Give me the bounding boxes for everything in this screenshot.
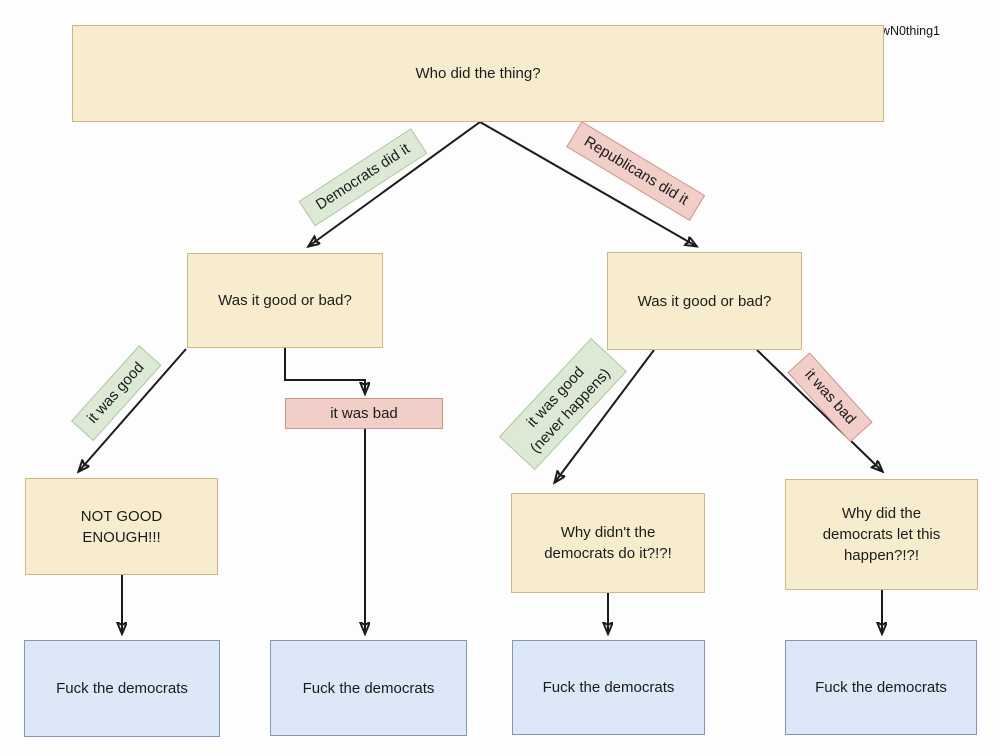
outcome-box-4: Fuck the democrats bbox=[785, 640, 977, 735]
root-question-box: Who did the thing? bbox=[72, 25, 884, 122]
edge-label-it-was-bad-right: it was bad bbox=[787, 352, 873, 442]
outcome-box-2: Fuck the democrats bbox=[270, 640, 467, 736]
branch-label-democrats: Democrats did it bbox=[298, 128, 428, 226]
edge-label-it-was-bad-left: it was bad bbox=[285, 398, 443, 429]
not-good-enough-box: NOT GOOD ENOUGH!!! bbox=[25, 478, 218, 575]
outcome-box-3: Fuck the democrats bbox=[512, 640, 705, 735]
arrow-left-bad-elbow bbox=[284, 348, 365, 393]
outcome-box-1: Fuck the democrats bbox=[24, 640, 220, 737]
why-did-democrats-box: Why did the democrats let this happen?!?… bbox=[785, 479, 978, 590]
edge-label-it-was-good-never-happens: it was good (never happens) bbox=[498, 337, 628, 471]
branch-label-republicans: Republicans did it bbox=[566, 121, 706, 221]
left-question-box: Was it good or bad? bbox=[187, 253, 383, 348]
right-question-box: Was it good or bad? bbox=[607, 252, 802, 350]
why-didnt-democrats-box: Why didn't the democrats do it?!?! bbox=[511, 493, 705, 593]
edge-label-it-was-good-left: it was good bbox=[70, 345, 162, 441]
